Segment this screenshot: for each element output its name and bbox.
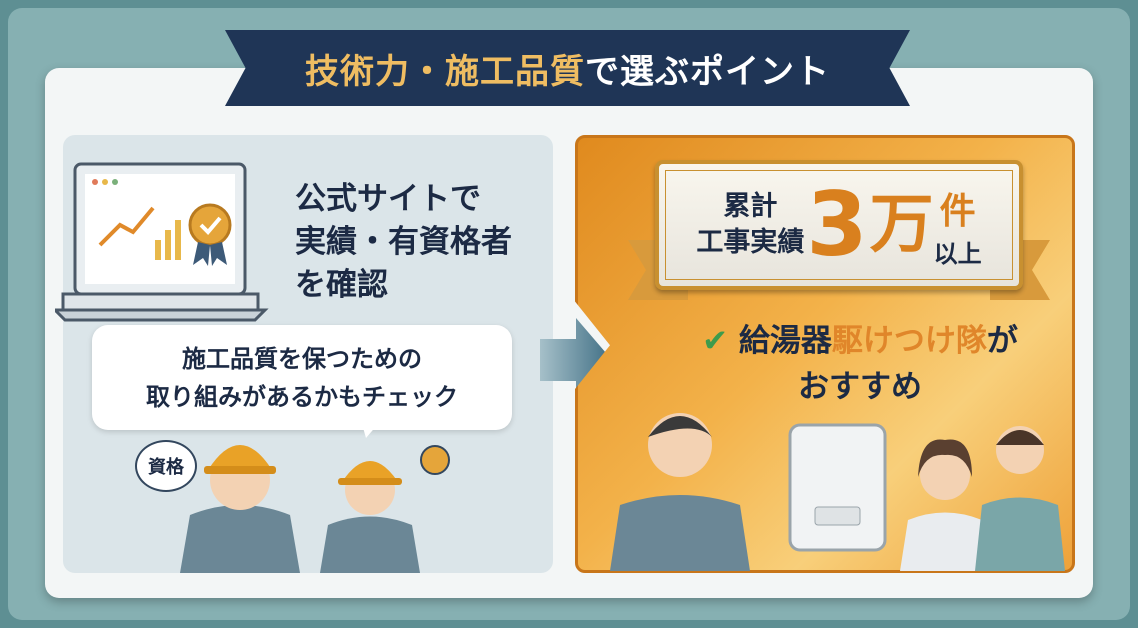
bubble-line-2: 取り組みがあるかもチェック [146, 382, 458, 411]
achievement-ribbon: 累計 工事実績 3 万 件 以上 [655, 160, 1023, 290]
title-rest: で選ぶポイント [585, 51, 830, 92]
speech-bubble: 施工品質を保つための 取り組みがあるかもチェック [92, 325, 512, 438]
bubble-line-1: 施工品質を保つための [182, 344, 422, 373]
left-main-text: 公式サイトで 実績・有資格者 を確認 [295, 178, 512, 307]
ribbon-unit: 件 以上 [934, 182, 982, 269]
recommendation-text: ✔ 給湯器駆けつけ隊が おすすめ [650, 318, 1070, 410]
ribbon-label-2: 工事実績 [696, 227, 805, 258]
ribbon-unit-1: 件 [939, 190, 976, 232]
title-banner: 技術力・施工品質で選ぶポイント [225, 30, 910, 106]
qualification-badge: 資格 [135, 440, 197, 492]
title-highlight: 技術力・施工品質 [305, 51, 585, 92]
left-line-1: 公式サイトで [295, 181, 481, 217]
left-line-3: を確認 [295, 267, 388, 303]
check-icon: ✔ [702, 323, 729, 359]
ribbon-label: 累計 工事実績 [696, 189, 804, 261]
recommendation-illustration [610, 413, 1065, 571]
ribbon-number: 3 [806, 173, 868, 276]
rec-part-1: 給湯器 [738, 323, 832, 359]
rec-part-2: 駆けつけ隊 [831, 323, 987, 359]
workers-illustration [180, 445, 450, 573]
ribbon-man: 万 [869, 188, 934, 262]
laptop-icon [55, 162, 269, 322]
ribbon-label-1: 累計 [723, 191, 778, 222]
ribbon-unit-2: 以上 [933, 239, 982, 268]
left-line-2: 実績・有資格者 [295, 224, 512, 260]
rec-line-2: おすすめ [798, 369, 922, 405]
rec-part-3: が [986, 323, 1018, 359]
